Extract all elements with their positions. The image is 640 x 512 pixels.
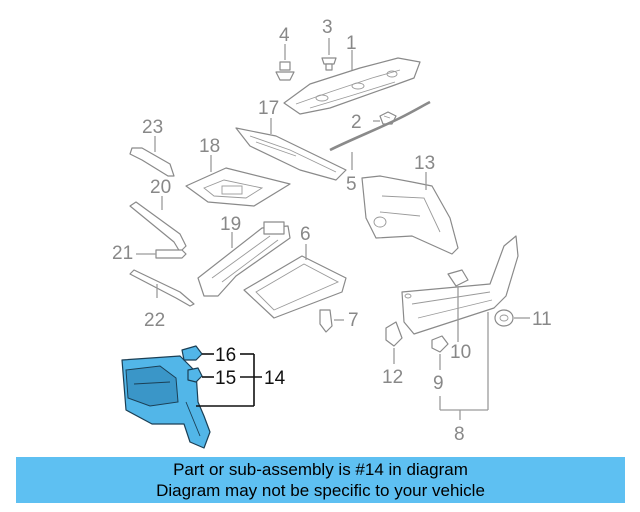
callout-8-leads <box>439 312 489 420</box>
part-22-tool <box>129 269 195 307</box>
part-4-fastener <box>275 61 295 81</box>
banner-line-2: Diagram may not be specific to your vehi… <box>156 481 485 500</box>
callout-20: 20 <box>150 177 171 198</box>
info-banner: Part or sub-assembly is #14 in diagram D… <box>16 457 625 503</box>
callout-22: 22 <box>144 310 165 331</box>
callout-1: 1 <box>346 33 357 54</box>
callout-13: 13 <box>414 153 435 174</box>
callout-6: 6 <box>300 224 311 245</box>
callout-23: 23 <box>142 117 163 138</box>
callout-3: 3 <box>322 17 333 38</box>
part-18-tray <box>185 167 291 207</box>
callout-7: 7 <box>348 310 359 331</box>
part-17-trim-cover <box>235 127 347 181</box>
part-20-handle <box>129 201 187 253</box>
part-6-mat <box>243 255 347 319</box>
callout-17: 17 <box>258 98 279 119</box>
part-23-wrench <box>129 147 175 177</box>
callout-21: 21 <box>112 243 133 264</box>
callout-10: 10 <box>450 342 471 363</box>
part-sill-plate <box>401 235 519 335</box>
callout-12: 12 <box>382 367 403 388</box>
callout-4: 4 <box>279 25 290 46</box>
callout-5: 5 <box>346 174 357 195</box>
callout-11: 11 <box>532 309 552 330</box>
callout-15: 15 <box>215 368 236 389</box>
part-12-cap <box>385 321 403 347</box>
banner-line-1: Part or sub-assembly is #14 in diagram <box>173 460 468 479</box>
callout-9: 9 <box>433 373 444 394</box>
callout-19: 19 <box>220 214 241 235</box>
part-3-push-pin <box>321 57 337 71</box>
part-5-weatherstrip <box>329 100 431 152</box>
callout-18: 18 <box>199 136 220 157</box>
part-9-retainer <box>431 335 449 353</box>
callout-8: 8 <box>454 424 465 445</box>
part-19-jack <box>197 221 291 297</box>
part-21-rod <box>155 249 187 259</box>
part-15-highlighted <box>187 367 203 383</box>
part-10-clip <box>447 269 469 287</box>
part-16-highlighted <box>181 345 203 361</box>
callout-16: 16 <box>215 345 236 366</box>
callout-2: 2 <box>351 112 362 133</box>
part-13-side-trim <box>361 175 459 255</box>
part-11-grommet <box>494 309 514 327</box>
part-7-bracket <box>319 309 333 333</box>
callout-14: 14 <box>264 368 286 389</box>
part-1-package-shelf <box>283 57 421 115</box>
callout-14-leads <box>196 353 262 407</box>
